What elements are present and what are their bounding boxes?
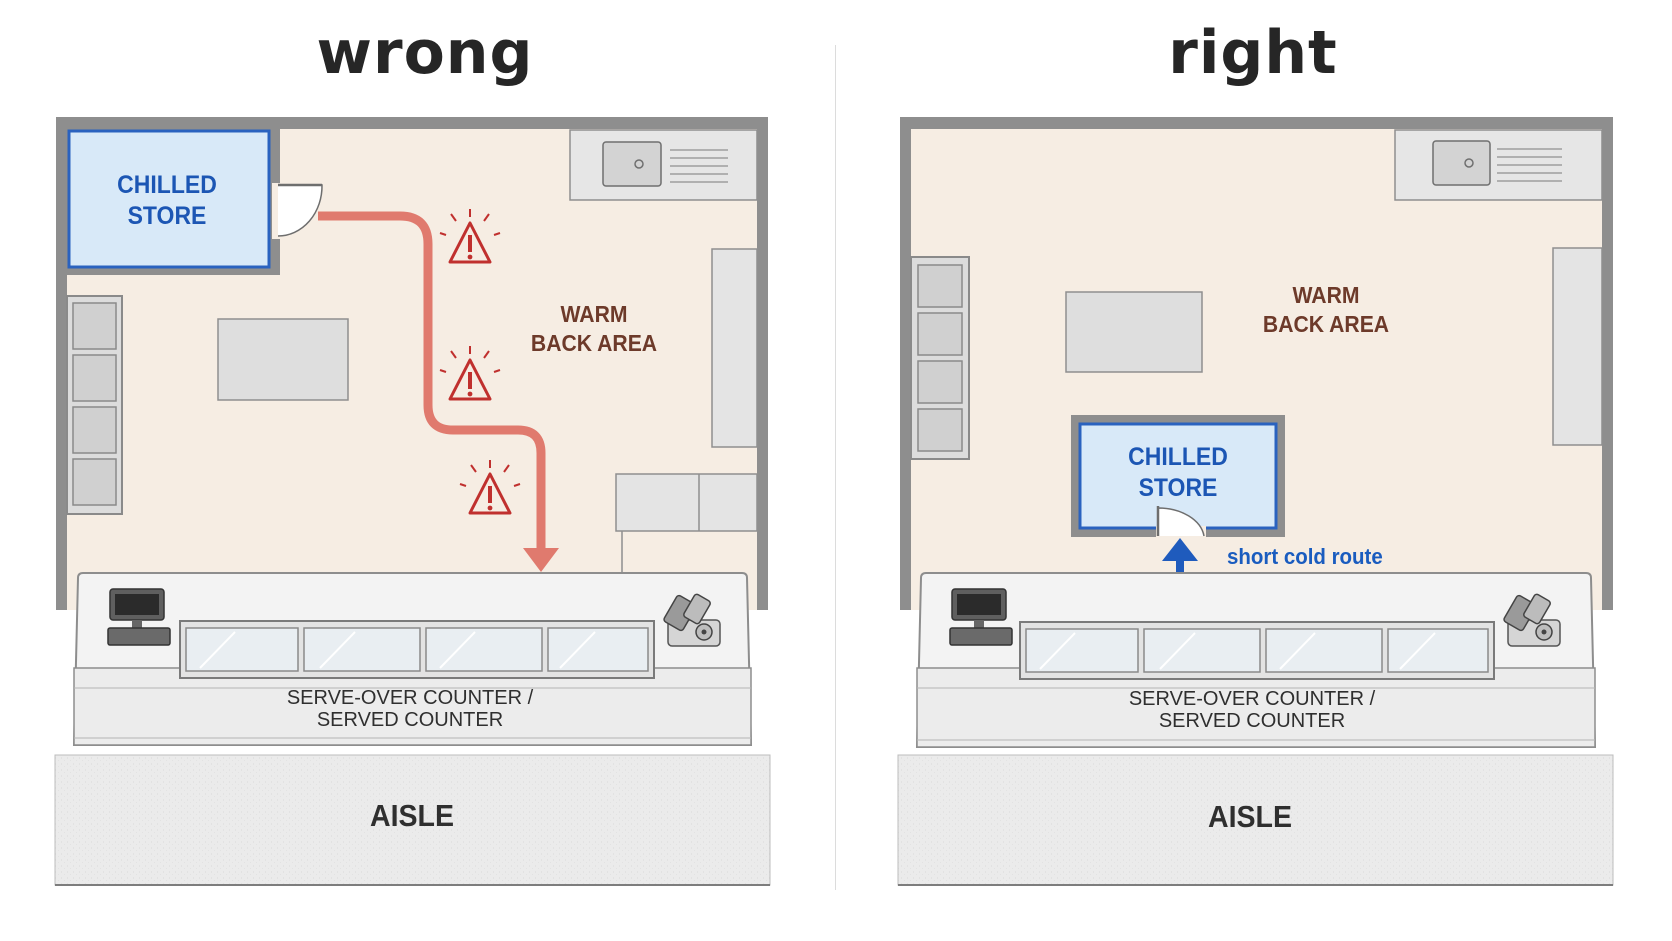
right-counter-label-line2: SERVED COUNTER (1158, 710, 1346, 733)
wrong-chilled-door (277, 184, 323, 237)
wrong-aisle-label: AISLE (369, 798, 454, 833)
right-chilled-door (1157, 507, 1205, 537)
slicer-icon (663, 593, 721, 647)
right-counter-label-line1: SERVE-OVER COUNTER / (1128, 688, 1376, 710)
right-side-unit (1552, 247, 1603, 446)
warning-triangle-icon (459, 460, 521, 515)
wrong-counter-label-line2: SERVED COUNTER (316, 709, 504, 732)
wrong-chilled-store (67, 129, 271, 269)
right-aisle-label: AISLE (1207, 799, 1292, 834)
wrong-aisle (54, 754, 771, 886)
right-floorplan (897, 117, 1614, 886)
wrong-floorplan (54, 117, 771, 886)
wrong-chilled-label: CHILLED STORE (66, 170, 268, 233)
wrong-warm-label-line1: WARM (560, 301, 628, 327)
wrong-sink-counter (569, 129, 758, 201)
till-icon (107, 588, 171, 646)
wrong-warm-label: WARM BACK AREA (484, 300, 705, 358)
wrong-chilled-label-line1: CHILLED (117, 171, 217, 199)
short-cold-route-label: short cold route (1227, 544, 1383, 569)
sink-icon (602, 141, 662, 187)
wrong-chilled-label-line2: STORE (127, 202, 207, 231)
wrong-cabinets (615, 473, 758, 532)
sink-icon (1432, 140, 1491, 186)
right-prep-table (1065, 291, 1203, 373)
heading-wrong: wrong (316, 18, 534, 88)
right-warm-floor (911, 129, 1602, 610)
heading-right: right (1168, 18, 1338, 88)
wrong-prep-table (217, 318, 349, 401)
right-chilled-label: CHILLED STORE (1077, 442, 1279, 505)
right-counter-label: SERVE-OVER COUNTER / SERVED COUNTER (1042, 688, 1462, 733)
wrong-counter-label-line1: SERVE-OVER COUNTER / (286, 687, 534, 709)
wrong-counter-label: SERVE-OVER COUNTER / SERVED COUNTER (200, 687, 620, 732)
right-chilled-label-line1: CHILLED (1128, 443, 1228, 471)
right-aisle (897, 754, 1614, 886)
wrong-warm-label-line2: BACK AREA (530, 329, 658, 356)
wrong-side-unit (711, 248, 758, 448)
slicer-icon (1503, 593, 1561, 647)
red-route-arrow-icon (318, 211, 546, 548)
panel-divider (835, 45, 836, 890)
right-warm-label-line1: WARM (1292, 282, 1360, 308)
warning-triangle-icon (439, 346, 501, 401)
right-chilled-label-line2: STORE (1138, 474, 1218, 503)
warning-triangle-icon (439, 209, 501, 264)
till-icon (949, 588, 1013, 646)
right-warm-label: WARM BACK AREA (1216, 281, 1437, 339)
right-warm-label-line2: BACK AREA (1262, 310, 1390, 337)
